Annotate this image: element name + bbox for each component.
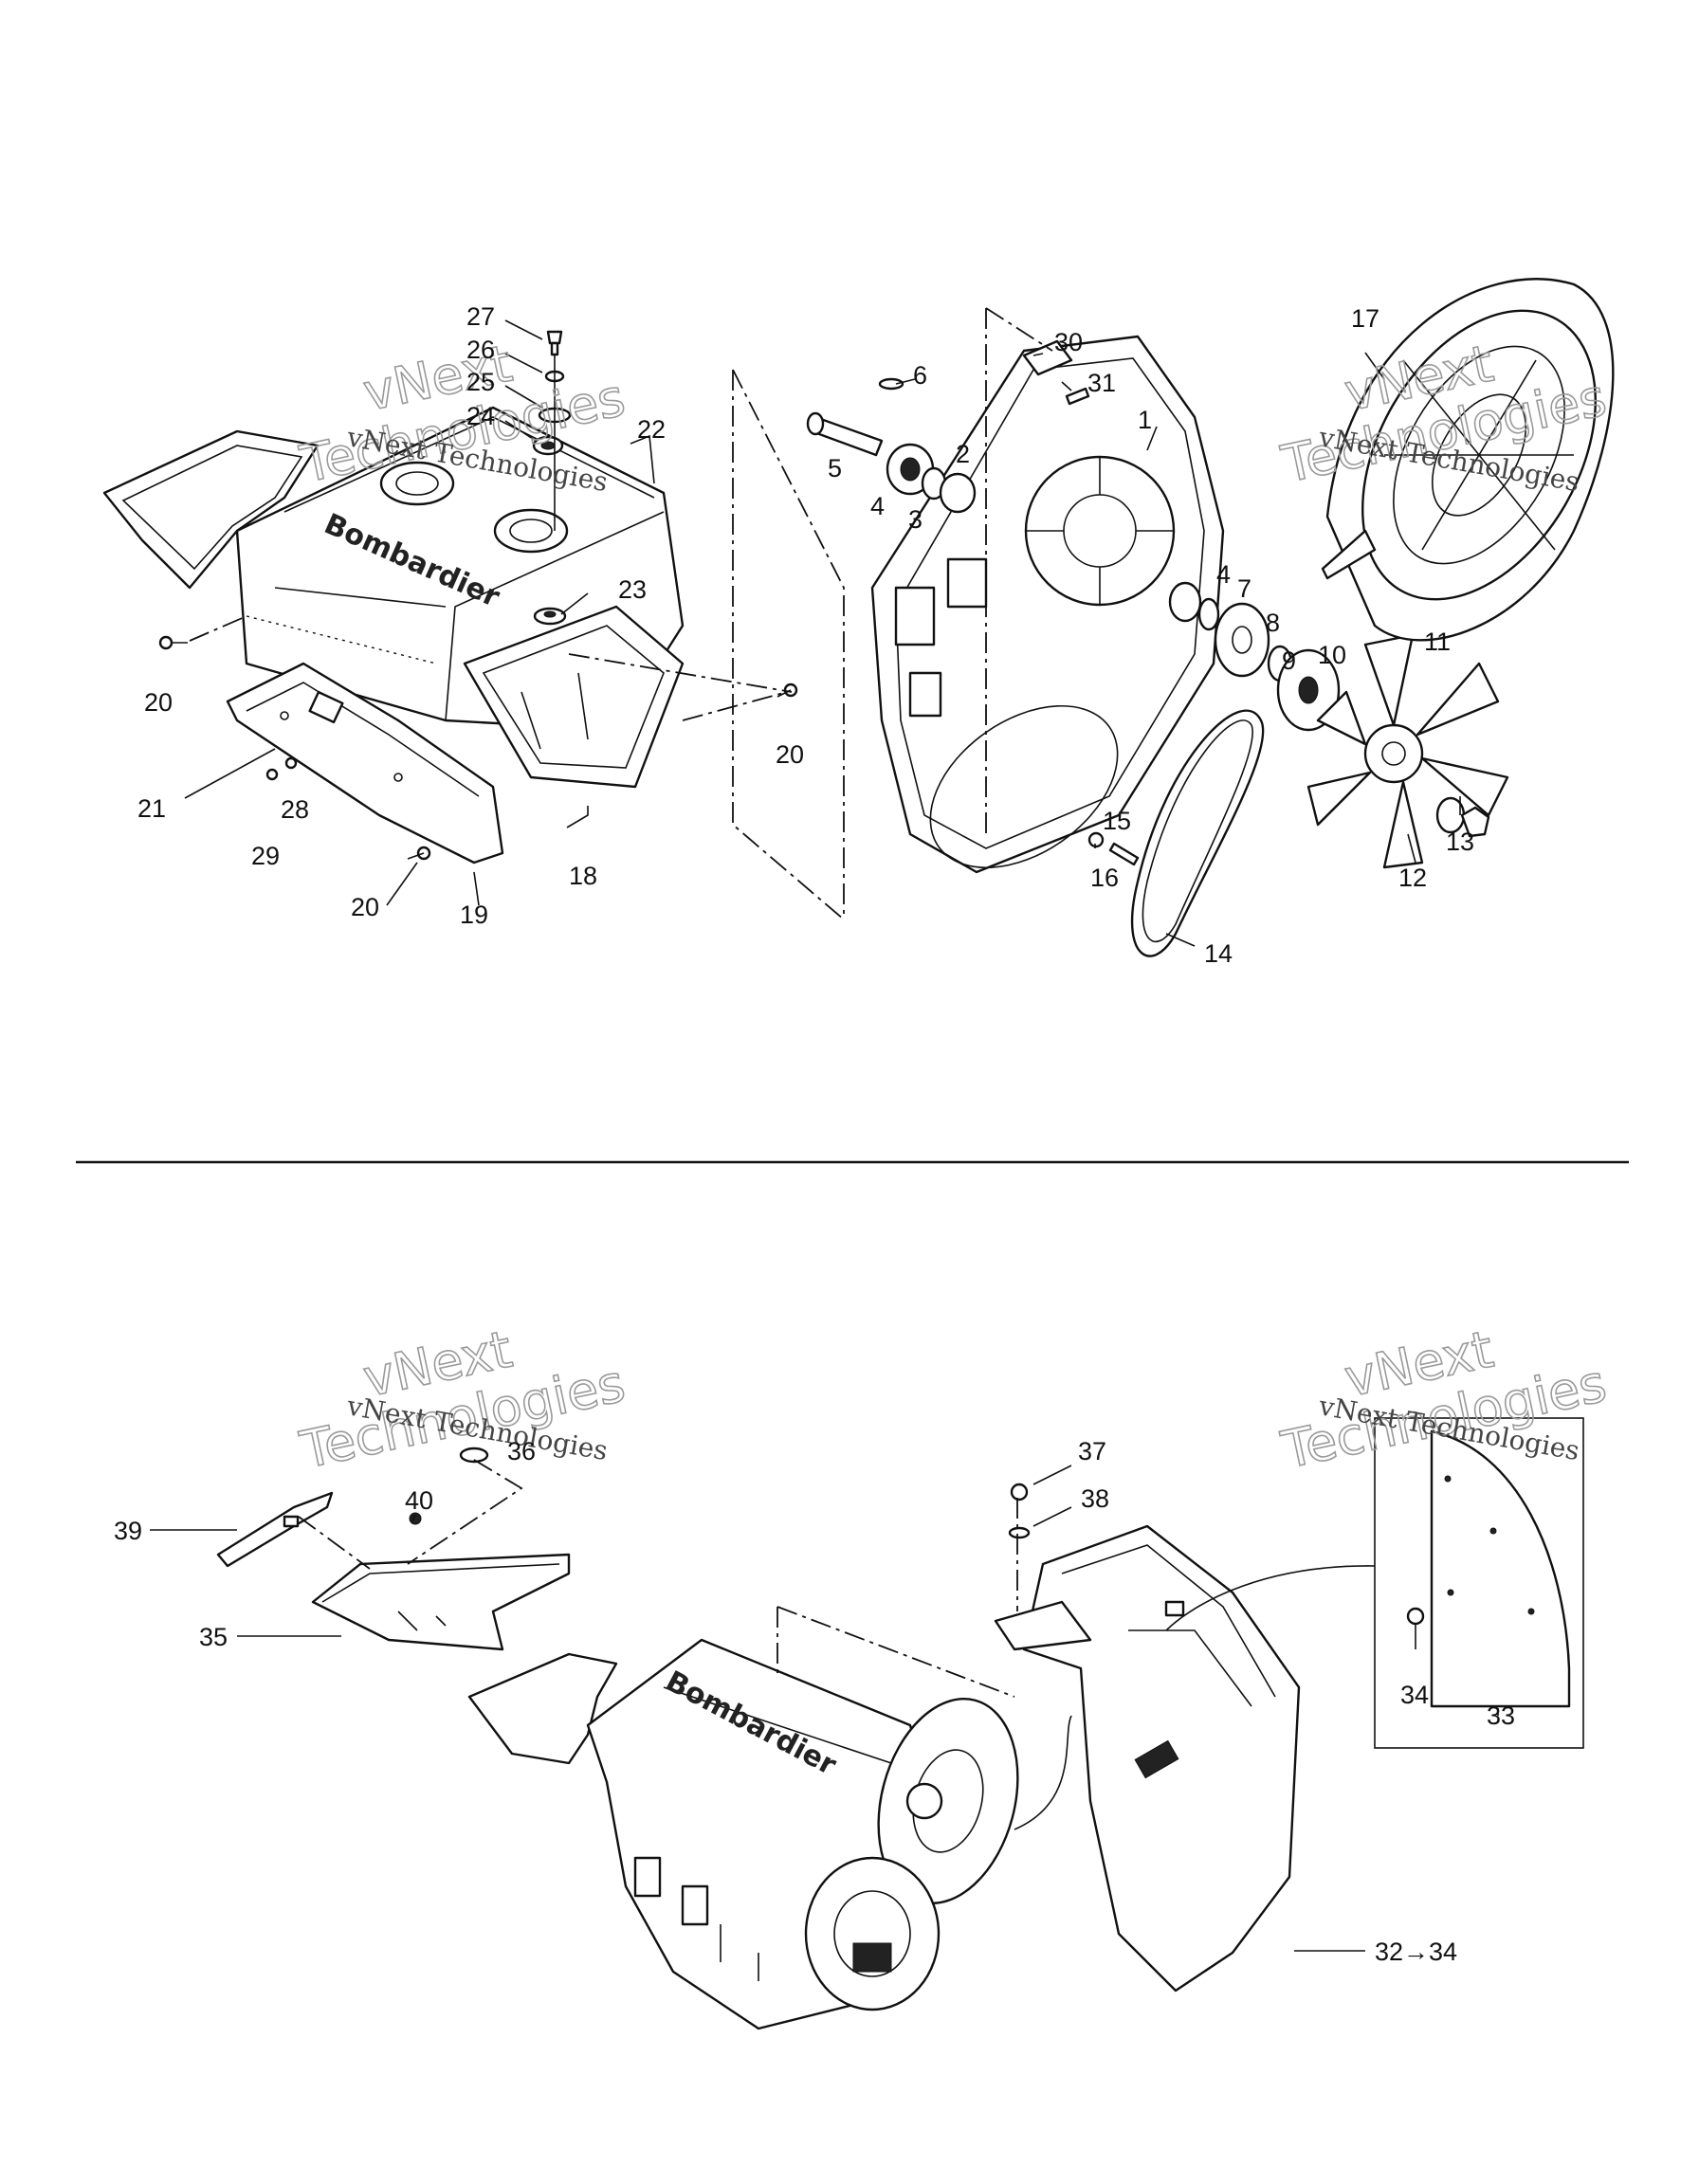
label-24: 24	[466, 402, 495, 430]
label-12: 12	[1398, 864, 1427, 892]
label-40: 40	[405, 1486, 433, 1515]
panel-33-inset	[1165, 1417, 1584, 1749]
label-8: 8	[1266, 609, 1280, 637]
label-1: 1	[1138, 406, 1152, 434]
fan-shaft-parts	[806, 377, 977, 514]
label-27: 27	[466, 302, 495, 331]
screws-20-28-29	[158, 635, 798, 861]
label-18: 18	[569, 862, 597, 890]
label-11: 11	[1424, 628, 1451, 656]
label-6: 6	[913, 361, 927, 390]
label-31: 31	[1087, 369, 1116, 397]
fastener-stack-24-27	[532, 330, 572, 531]
fan-housing	[870, 335, 1225, 874]
clip-30-screw-31	[1022, 339, 1090, 406]
engine-assembly: Bombardier	[467, 1638, 1019, 2030]
projection-lines-blower	[776, 1498, 1018, 1698]
label-32-34: 32→34	[1375, 1938, 1457, 1966]
projection-lines-housing	[732, 307, 1053, 920]
label-35: 35	[199, 1623, 228, 1651]
label-17: 17	[1351, 304, 1379, 333]
hose-link	[1014, 1715, 1072, 1830]
label-39: 39	[114, 1517, 142, 1545]
fan-pulley-stack	[1168, 581, 1490, 838]
label-2: 2	[956, 440, 970, 468]
label-9: 9	[1282, 646, 1296, 675]
cover-35	[311, 1553, 571, 1651]
label-33: 33	[1487, 1702, 1515, 1730]
label-29: 29	[251, 842, 280, 870]
label-22: 22	[637, 415, 666, 444]
label-21: 21	[137, 794, 166, 823]
part-labels: 27 26 25 24 22 23 20 20 21 28 29 18 20 1…	[114, 302, 1515, 1966]
label-3: 3	[908, 505, 923, 534]
label-38: 38	[1081, 1484, 1109, 1513]
grommet-23	[533, 607, 567, 626]
label-25: 25	[466, 368, 495, 396]
label-26: 26	[466, 336, 495, 364]
bracket-39	[216, 1491, 334, 1568]
label-20b: 20	[776, 740, 804, 769]
label-34: 34	[1400, 1681, 1429, 1709]
label-14: 14	[1204, 939, 1233, 968]
label-23: 23	[618, 575, 647, 604]
label-4a: 4	[870, 492, 885, 520]
label-37: 37	[1078, 1437, 1106, 1465]
bracket-37-38	[994, 1483, 1092, 1651]
fan-blade-11	[1306, 633, 1509, 869]
label-20a: 20	[144, 688, 173, 717]
label-20c: 20	[351, 893, 379, 921]
label-15: 15	[1103, 807, 1131, 835]
label-30: 30	[1054, 328, 1083, 356]
leader-lines-bottom	[150, 1465, 1499, 1952]
air-deflector-bracket	[226, 662, 504, 864]
label-16: 16	[1090, 864, 1119, 892]
label-5: 5	[828, 454, 842, 482]
screw-15-16	[1087, 831, 1140, 866]
label-10: 10	[1318, 641, 1346, 669]
label-19: 19	[460, 901, 488, 929]
projection-lines-shroud	[189, 615, 793, 721]
drive-belt	[1130, 709, 1265, 957]
label-36: 36	[507, 1437, 536, 1465]
projection-lines-cover	[298, 1459, 523, 1570]
leader-lines-top	[184, 319, 1461, 947]
label-4b: 4	[1216, 560, 1231, 589]
air-intake-silencer-assembly: Bombardier	[102, 406, 685, 789]
label-7: 7	[1237, 574, 1251, 603]
inset-box	[1374, 1417, 1584, 1749]
fan-guard	[1321, 278, 1615, 642]
label-13: 13	[1446, 828, 1474, 856]
blower-housing	[1022, 1524, 1301, 1993]
label-28: 28	[281, 795, 309, 824]
